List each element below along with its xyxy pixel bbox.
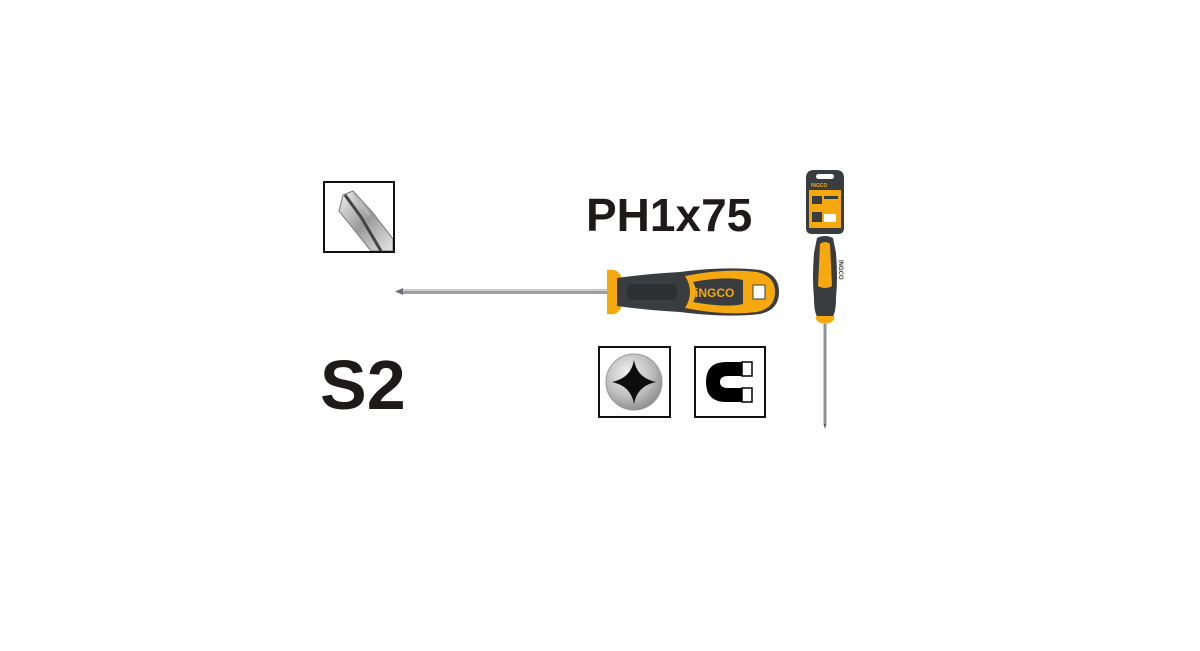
- model-label: PH1x75: [586, 189, 753, 241]
- screwdriver-horizontal-image: iNGCO: [395, 268, 779, 316]
- svg-text:INGCO: INGCO: [837, 260, 843, 280]
- magnetic-icon-box: [694, 346, 766, 418]
- screwdriver-tip-icon: [338, 190, 394, 252]
- magnetic-tip-icon: [706, 361, 753, 403]
- svg-text:INGCO: INGCO: [811, 183, 828, 189]
- material-label: S2: [320, 346, 406, 424]
- brand-logo-horizontal: iNGCO: [695, 286, 734, 300]
- screwdriver-packaged-image: INGCO INGCO: [806, 170, 844, 429]
- screwdriver-tip-icon-box: [323, 181, 395, 253]
- phillips-screw-icon-box: [598, 346, 671, 418]
- phillips-screw-head-icon: [605, 353, 663, 411]
